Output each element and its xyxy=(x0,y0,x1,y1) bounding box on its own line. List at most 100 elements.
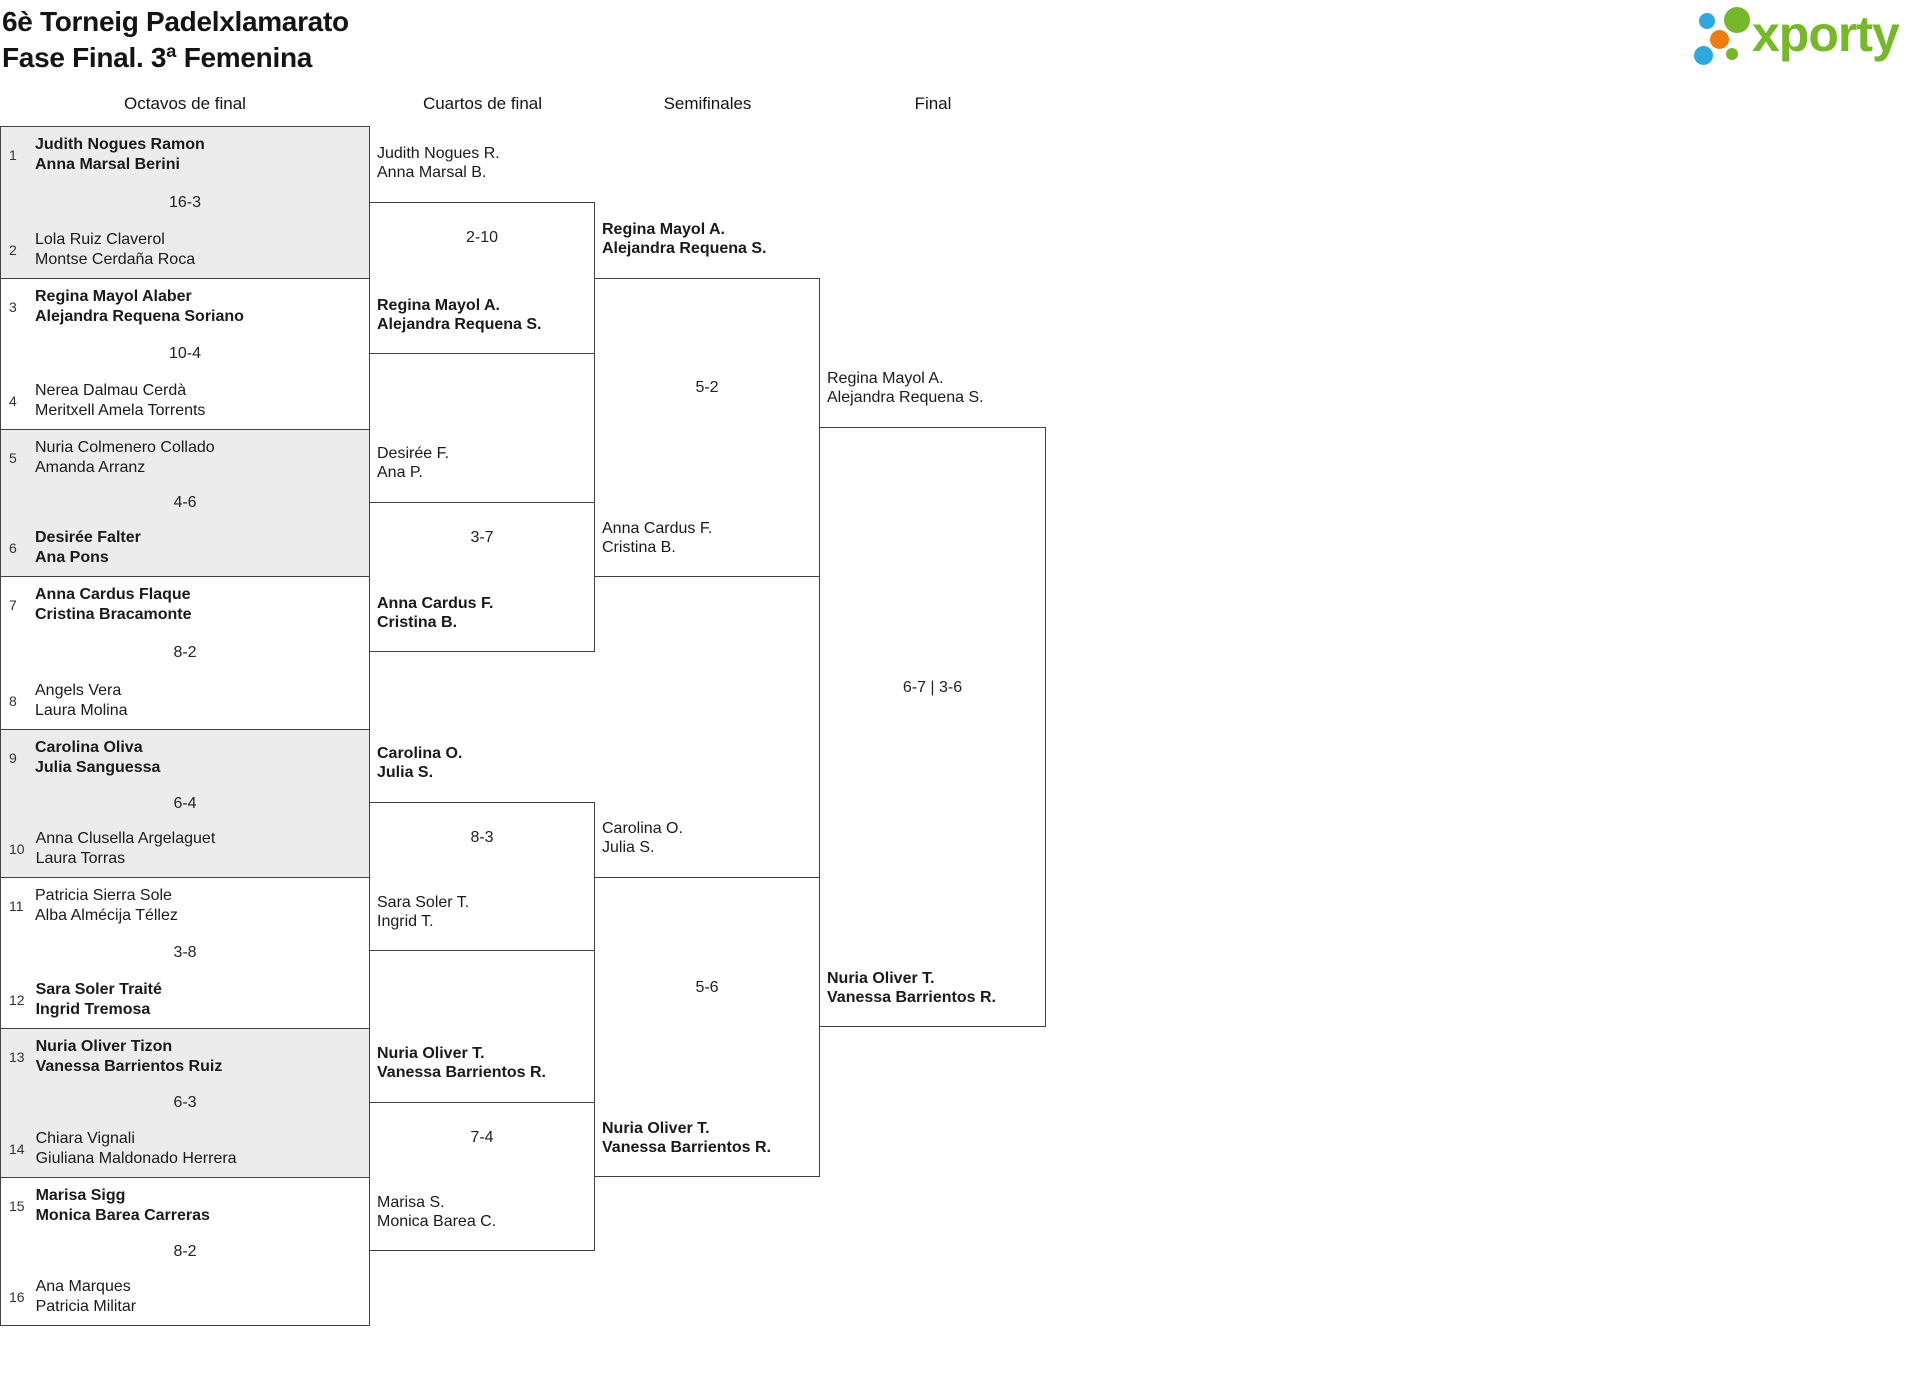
team-label: Judith Nogues R.Anna Marsal B. xyxy=(377,145,500,181)
match-score: 7-4 xyxy=(470,1129,494,1146)
team-label: Nuria Oliver T.Vanessa Barrientos R. xyxy=(602,1120,771,1156)
seed-number: 12 xyxy=(9,992,25,1008)
match-score: 2-10 xyxy=(465,229,499,246)
final-box xyxy=(819,427,1046,1027)
tournament-title-line1: 6è Torneig Padelxlamarato xyxy=(2,6,349,37)
team-label: Sara Soler T.Ingrid T. xyxy=(377,894,470,930)
team-label: Carolina O.Julia S. xyxy=(377,745,463,781)
seed-number: 1 xyxy=(9,147,17,163)
match-score: 8-2 xyxy=(173,644,197,661)
logo-dot-icon xyxy=(1724,7,1750,33)
team-label: Desirée F.Ana P. xyxy=(377,445,450,481)
seed-number: 14 xyxy=(9,1141,25,1157)
round-header-octavos: Octavos de final xyxy=(124,94,246,113)
team-label: Marisa S.Monica Barea C. xyxy=(377,1194,497,1230)
match-score: 8-3 xyxy=(470,829,494,846)
match-score: 5-6 xyxy=(695,979,719,996)
logo-dot-icon xyxy=(1726,48,1738,60)
round-header-final: Final xyxy=(914,94,952,113)
seed-number: 8 xyxy=(9,693,17,709)
logo-dot-icon xyxy=(1710,30,1729,49)
team-label: Anna Cardus F.Cristina B. xyxy=(377,595,494,631)
semifinal-box-2 xyxy=(594,877,820,1177)
logo-wordmark: xporty xyxy=(1752,6,1900,62)
match-score: 5-2 xyxy=(695,379,719,396)
team-label: Carolina O.Julia S. xyxy=(602,820,683,856)
seed-number: 5 xyxy=(9,450,17,466)
cuartos-box-3 xyxy=(369,802,595,951)
tournament-title-line2: Fase Final. 3ª Femenina xyxy=(2,42,313,73)
seed-number: 2 xyxy=(9,242,17,258)
match-score: 8-2 xyxy=(173,1242,197,1260)
team-label: Regina Mayol A.Alejandra Requena S. xyxy=(602,221,767,257)
match-score: 3-8 xyxy=(173,944,197,961)
seed-number: 15 xyxy=(9,1198,25,1214)
seed-number: 4 xyxy=(9,393,17,409)
team-label: Anna Cardus F.Cristina B. xyxy=(602,520,713,556)
logo-dot-icon xyxy=(1699,13,1715,29)
team-label: Nuria Oliver T.Vanessa Barrientos R. xyxy=(377,1045,546,1081)
round-header-cuartos: Cuartos de final xyxy=(422,94,543,113)
match-score: 6-3 xyxy=(173,1094,197,1111)
match-score: 4-6 xyxy=(173,494,197,511)
tournament-title: 6è Torneig Padelxlamarato Fase Final. 3ª… xyxy=(2,4,349,76)
match-score: 3-7 xyxy=(470,529,494,546)
round-header-semifinales: Semifinales xyxy=(663,94,752,113)
match-score: 6-4 xyxy=(173,794,197,812)
cuartos-box-2 xyxy=(369,502,595,652)
seed-number: 6 xyxy=(9,540,17,556)
match-score: 6-7 | 3-6 xyxy=(902,679,963,696)
seed-number: 11 xyxy=(9,898,24,914)
seed-number: 13 xyxy=(9,1049,25,1065)
seed-number: 7 xyxy=(9,597,17,613)
match-score: 10-4 xyxy=(168,345,202,362)
seed-number: 9 xyxy=(9,750,17,766)
team-label: Regina Mayol A.Alejandra Requena S. xyxy=(827,370,984,406)
match-score: 16-3 xyxy=(168,193,202,211)
team-label: Regina Mayol A.Alejandra Requena S. xyxy=(377,297,542,333)
team-label: Nuria Oliver T.Vanessa Barrientos R. xyxy=(827,970,996,1006)
seed-number: 3 xyxy=(9,299,17,315)
seed-number: 10 xyxy=(9,841,25,857)
